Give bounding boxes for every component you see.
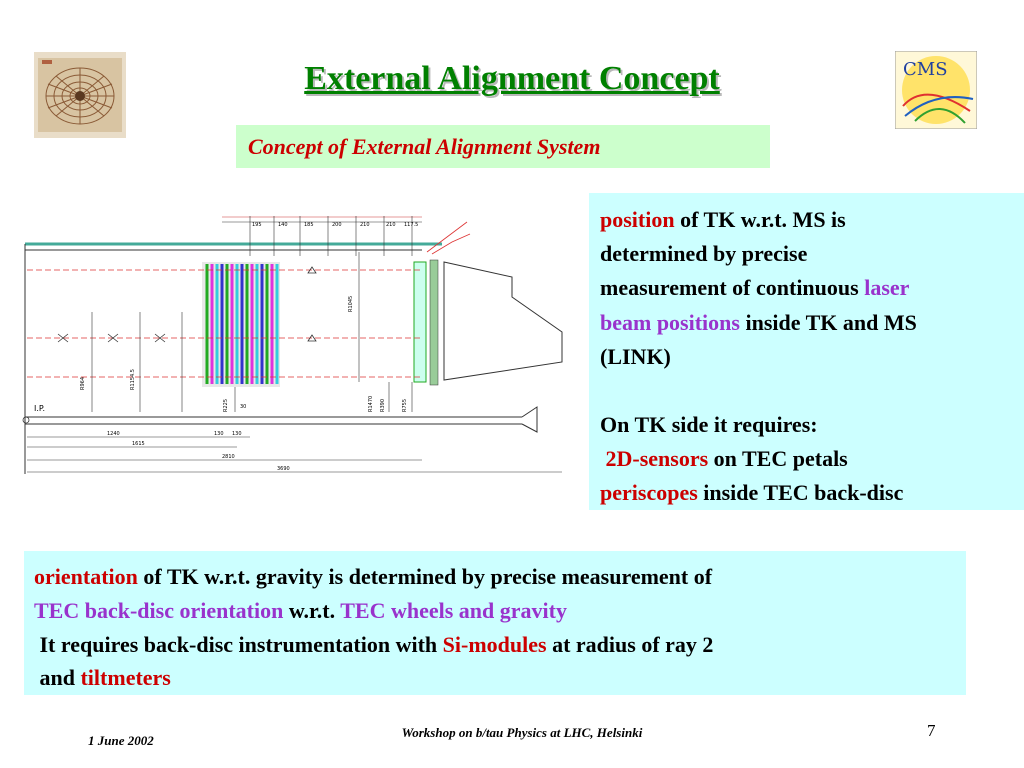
svg-text:R390: R390 bbox=[380, 399, 386, 412]
highlight-position: position bbox=[600, 207, 675, 232]
svg-text:130: 130 bbox=[214, 431, 224, 437]
svg-text:2810: 2810 bbox=[222, 454, 235, 460]
svg-text:210: 210 bbox=[386, 222, 396, 228]
svg-text:210: 210 bbox=[360, 222, 370, 228]
svg-text:140: 140 bbox=[278, 222, 288, 228]
svg-text:R755: R755 bbox=[402, 399, 408, 412]
svg-text:130: 130 bbox=[232, 431, 242, 437]
svg-text:200: 200 bbox=[332, 222, 342, 228]
svg-text:R225: R225 bbox=[223, 399, 229, 412]
slide-title: External Alignment Concept bbox=[304, 60, 720, 97]
svg-text:R1470: R1470 bbox=[368, 396, 374, 412]
tracker-logo bbox=[34, 52, 126, 138]
svg-text:CMS: CMS bbox=[903, 59, 948, 80]
svg-text:1615: 1615 bbox=[132, 441, 145, 447]
subtitle: Concept of External Alignment System bbox=[248, 134, 601, 159]
svg-text:I.P.: I.P. bbox=[34, 404, 45, 413]
svg-text:1240: 1240 bbox=[107, 431, 120, 437]
footer-event: Workshop on b/tau Physics at LHC, Helsin… bbox=[401, 725, 643, 740]
footer-date: 1 June 2002 bbox=[88, 733, 154, 748]
svg-text:R1045: R1045 bbox=[348, 296, 354, 312]
svg-text:R1154.5: R1154.5 bbox=[130, 369, 136, 390]
highlight-orientation: orientation bbox=[34, 564, 138, 589]
page-number: 7 bbox=[927, 721, 936, 740]
svg-text:195: 195 bbox=[252, 222, 262, 228]
subtitle-box: Concept of External Alignment System bbox=[236, 125, 770, 168]
position-text-box: position of TK w.r.t. MS is determined b… bbox=[589, 193, 1024, 510]
alignment-diagram: 195 140 185 200 210 210 117.5 bbox=[22, 212, 577, 482]
orientation-text-box: orientation of TK w.r.t. gravity is dete… bbox=[24, 551, 966, 695]
svg-text:R964: R964 bbox=[80, 377, 86, 390]
svg-text:30: 30 bbox=[240, 404, 246, 410]
svg-text:3690: 3690 bbox=[277, 466, 290, 472]
svg-text:185: 185 bbox=[304, 222, 314, 228]
tec-discs bbox=[202, 262, 280, 387]
svg-text:117.5: 117.5 bbox=[404, 222, 418, 228]
